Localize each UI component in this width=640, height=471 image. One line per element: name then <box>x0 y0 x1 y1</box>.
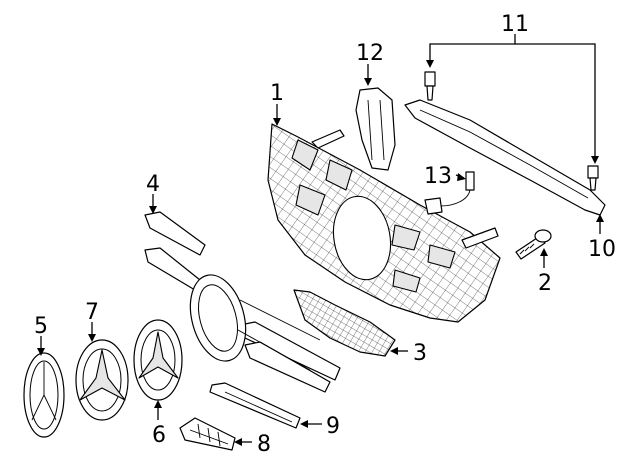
leader-lines <box>37 34 604 446</box>
callout-2: 2 <box>538 271 552 296</box>
part-emblem-7 <box>75 339 129 421</box>
callout-13: 13 <box>424 164 452 189</box>
part-grille-frame <box>144 211 341 393</box>
part-sensor <box>424 171 475 215</box>
callout-7: 7 <box>85 300 99 325</box>
part-bracket-8 <box>179 417 236 451</box>
part-emblem-5 <box>23 352 65 438</box>
part-emblem-6 <box>133 319 183 401</box>
part-bolt-right <box>587 165 599 191</box>
part-screw-2 <box>515 229 552 260</box>
callout-8: 8 <box>257 432 271 457</box>
callout-9: 9 <box>326 414 340 439</box>
part-bolt-left <box>424 71 436 101</box>
callout-3: 3 <box>413 341 427 366</box>
callout-5: 5 <box>34 314 48 339</box>
callout-6: 6 <box>152 423 166 448</box>
part-trim-strip <box>209 382 301 429</box>
callout-10: 10 <box>588 237 616 262</box>
part-support-bracket <box>404 99 606 216</box>
callout-11: 11 <box>501 12 529 37</box>
part-side-bracket <box>355 87 396 171</box>
callout-1: 1 <box>270 81 284 106</box>
callout-12: 12 <box>356 41 384 66</box>
callout-4: 4 <box>146 172 160 197</box>
